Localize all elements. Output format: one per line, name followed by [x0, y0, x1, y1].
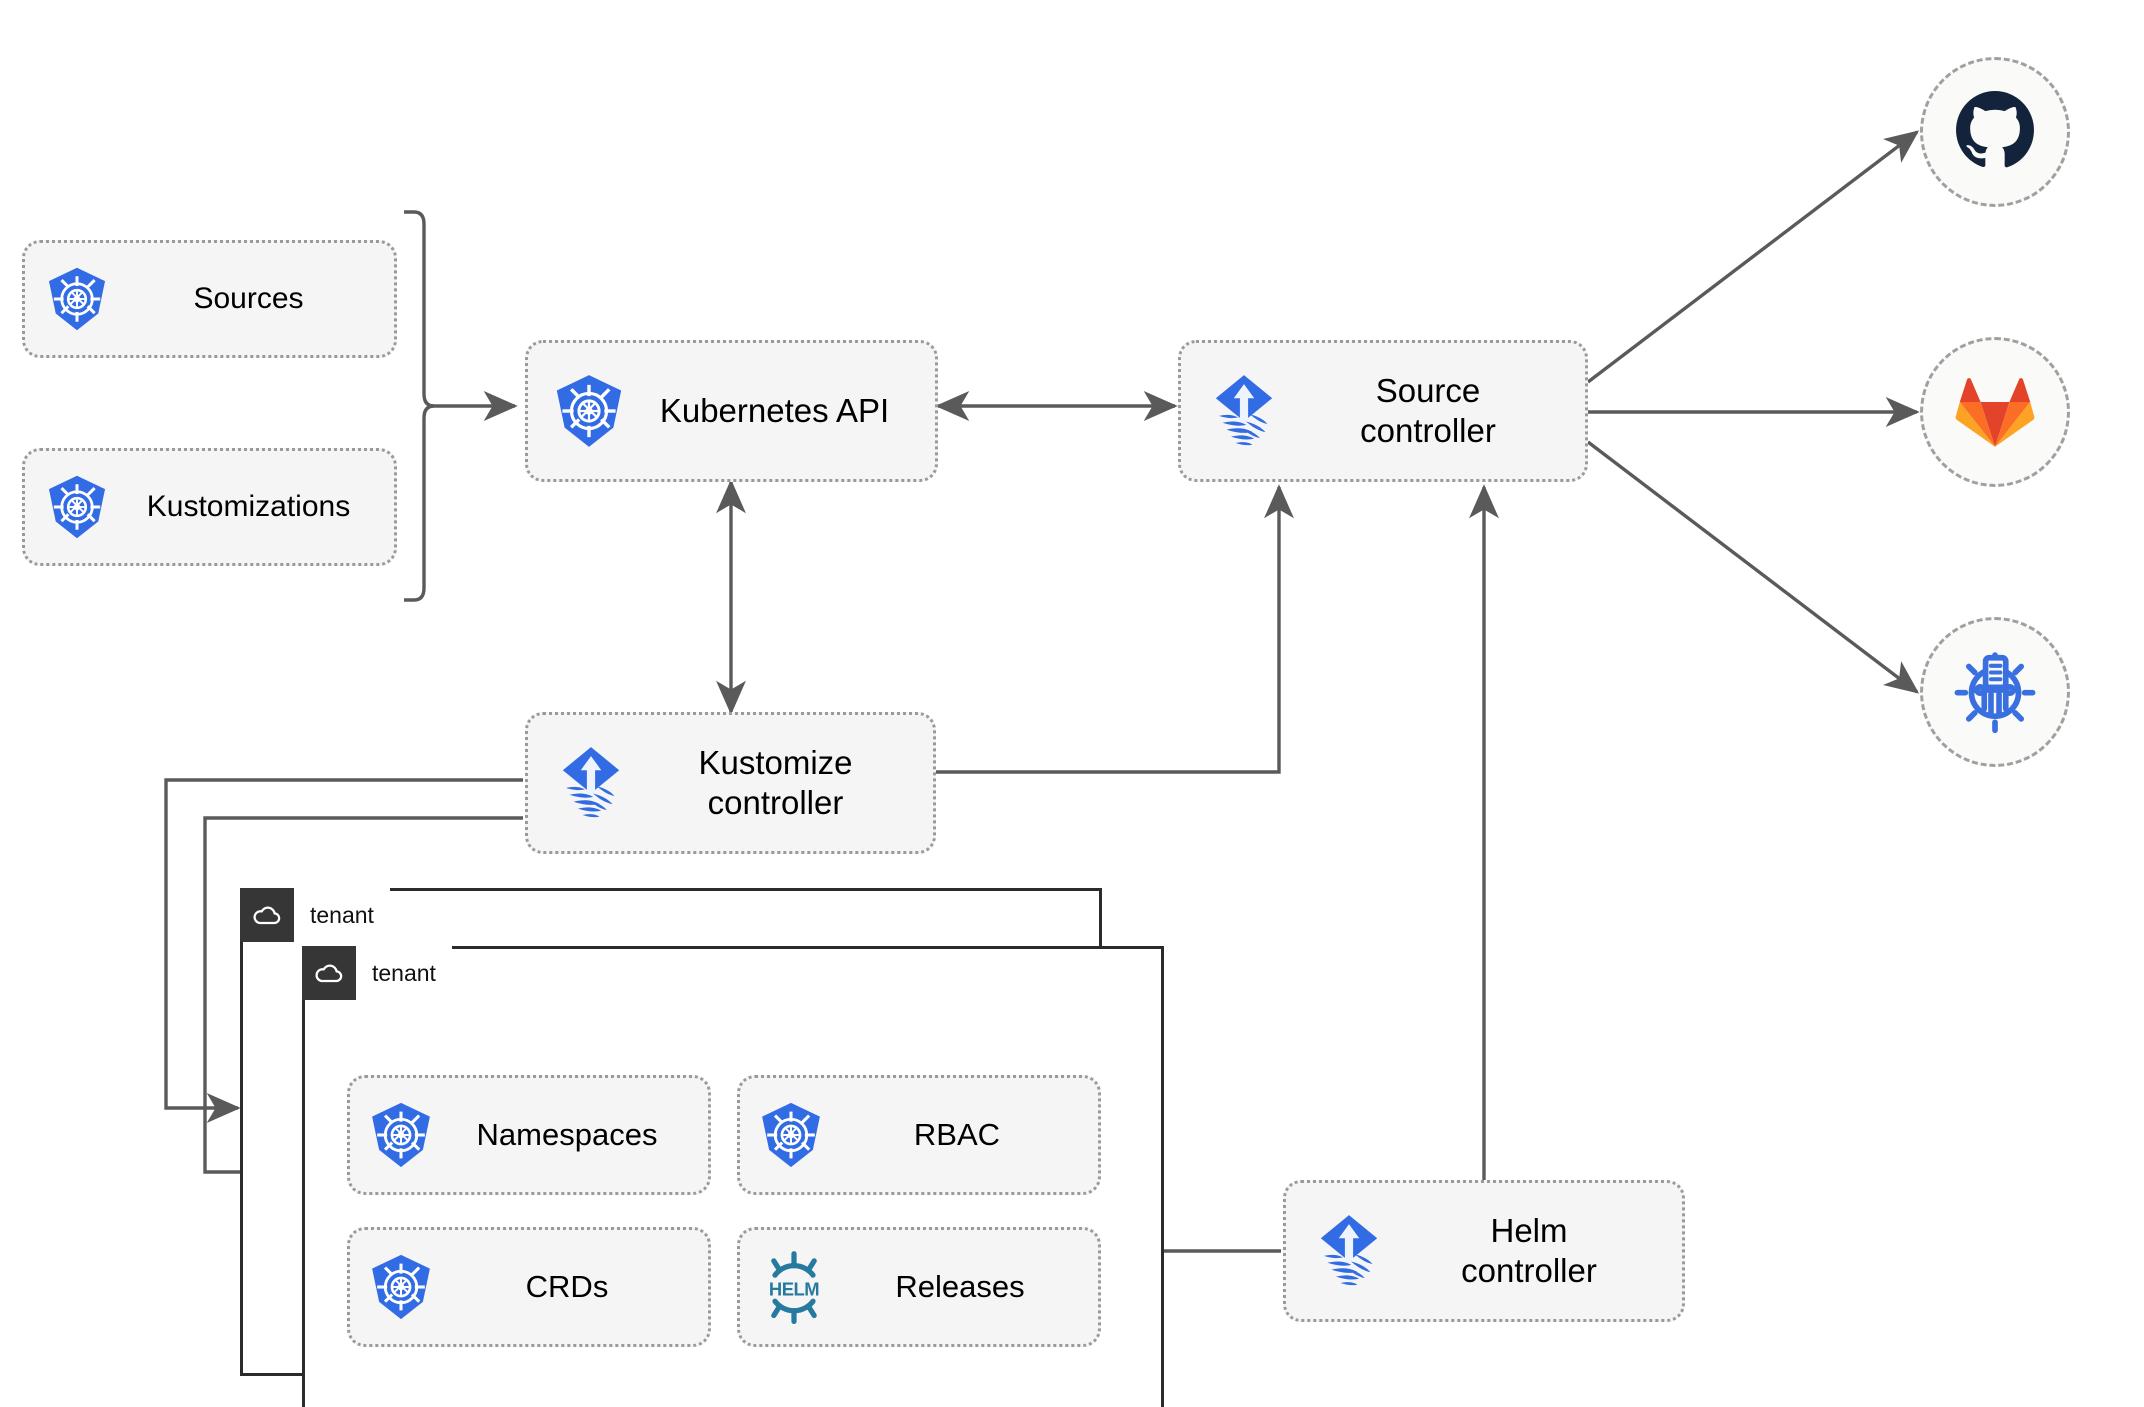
node-source-controller[interactable]: Source controller — [1178, 340, 1588, 482]
gitlab-icon — [1955, 371, 2035, 454]
kubernetes-icon — [366, 1252, 436, 1322]
github-icon — [1954, 89, 2036, 176]
node-label: CRDs — [525, 1269, 609, 1305]
tenant-tab[interactable]: tenant — [302, 946, 452, 1000]
node-rbac[interactable]: RBAC — [737, 1075, 1101, 1195]
node-helm-controller[interactable]: Helm controller — [1283, 1180, 1685, 1322]
node-crds[interactable]: CRDs — [347, 1227, 711, 1347]
bracket-sources-kustomizations — [404, 210, 435, 602]
tenant-body: Namespaces — [305, 1003, 1161, 1407]
cloud-icon — [240, 888, 294, 942]
node-label: Source controller — [1360, 371, 1496, 449]
node-label: Helm controller — [1461, 1211, 1597, 1289]
provider-gitlab[interactable] — [1920, 337, 2070, 487]
cloud-icon — [302, 946, 356, 1000]
node-kustomize-controller[interactable]: Kustomize controller — [525, 712, 936, 854]
tenant-tab[interactable]: tenant — [240, 888, 390, 942]
node-label: Kustomizations — [146, 489, 351, 523]
provider-helm-repository[interactable] — [1920, 617, 2070, 767]
kubernetes-icon — [366, 1100, 436, 1170]
provider-github[interactable] — [1920, 57, 2070, 207]
flux-icon — [1308, 1210, 1390, 1292]
node-kustomizations[interactable]: Kustomizations — [22, 448, 397, 566]
edge-kustomize-to-source-controller — [936, 484, 1294, 774]
kubernetes-icon — [550, 372, 628, 450]
helm-repository-icon — [1952, 647, 2038, 738]
node-sources[interactable]: Sources — [22, 240, 397, 358]
edge-source-to-helm-repository — [1586, 440, 1920, 694]
node-label: Kustomize controller — [698, 743, 853, 821]
node-label: Sources — [193, 281, 304, 315]
tenant-label: tenant — [310, 901, 374, 928]
node-kubernetes-api[interactable]: Kubernetes API — [525, 340, 938, 482]
kubernetes-icon — [756, 1100, 826, 1170]
helm-icon: HELM — [756, 1249, 832, 1325]
node-label: RBAC — [913, 1117, 1001, 1153]
kubernetes-icon — [43, 473, 111, 541]
edge-source-to-github — [1586, 130, 1920, 384]
kubernetes-icon — [43, 265, 111, 333]
flux-icon — [550, 742, 632, 824]
node-releases[interactable]: HELM Releases — [737, 1227, 1101, 1347]
tenant-window-front[interactable]: tenant — [302, 946, 1164, 1407]
node-label: Kubernetes API — [659, 391, 890, 429]
node-namespaces[interactable]: Namespaces — [347, 1075, 711, 1195]
tenant-label: tenant — [372, 959, 436, 986]
flux-icon — [1203, 370, 1285, 452]
node-label: Releases — [895, 1269, 1025, 1305]
node-label: Namespaces — [476, 1117, 658, 1153]
svg-text:HELM: HELM — [769, 1278, 819, 1299]
